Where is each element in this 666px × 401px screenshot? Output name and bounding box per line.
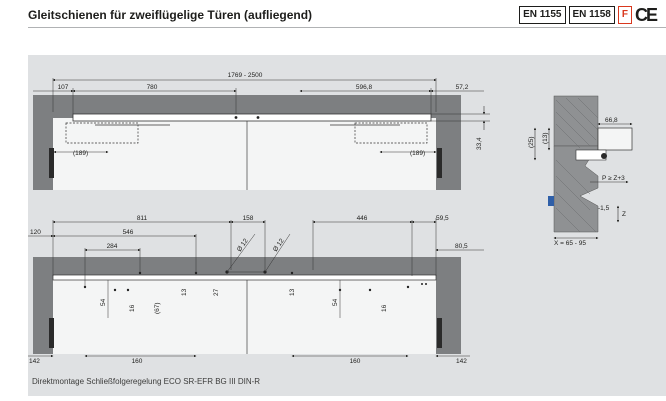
right-closer-body xyxy=(354,122,428,144)
dim-13a: 13 xyxy=(181,288,188,296)
dim-h1: (13) xyxy=(542,132,549,144)
dim-p: P ≥ Z+3 xyxy=(602,175,625,182)
dim-160-right: 160 xyxy=(350,358,361,365)
dim-left-arm: 780 xyxy=(147,84,158,91)
header-divider xyxy=(28,27,666,28)
page-title: Gleitschienen für zweiflügelige Türen (a… xyxy=(28,8,313,22)
drawing-caption: Direktmontage Schließfolgeregelung ECO S… xyxy=(32,377,261,386)
dim-right-offset: 57,2 xyxy=(456,84,469,91)
dim-120: 120 xyxy=(30,229,41,236)
dim-height: 33,4 xyxy=(476,137,483,150)
badge-fire: F xyxy=(617,6,632,24)
bottom-door-leaves xyxy=(53,279,436,354)
bottom-mounting-line xyxy=(52,274,437,281)
dim-16a: 16 xyxy=(129,304,136,312)
certification-badges: EN 1155 EN 1158 F CE xyxy=(519,5,658,25)
dim-right-arm: 596,8 xyxy=(356,84,373,91)
badge-en1158: EN 1158 xyxy=(568,6,615,24)
bottom-right-hinge xyxy=(437,318,442,348)
section-frame-top xyxy=(553,95,599,147)
bottom-view-drawing: 811 158 446 59,5 120 546 80,5 284 Ø 12 Ø… xyxy=(28,215,484,365)
dim-59-5: 59,5 xyxy=(436,215,449,222)
dim-z: Z xyxy=(622,211,626,218)
top-slide-rail xyxy=(72,113,432,122)
dim-284: 284 xyxy=(107,243,118,250)
dim-h2: (25) xyxy=(528,136,535,148)
dim-158: 158 xyxy=(243,215,254,222)
dim-13b: 13 xyxy=(289,288,296,296)
dim-67: (67) xyxy=(154,302,161,314)
section-rail xyxy=(597,127,633,151)
dim-27: 27 xyxy=(213,288,220,296)
dim-54b: 54 xyxy=(332,298,339,306)
section-view-drawing: 66,8 (13) (25) P ≥ Z+3 Z -1,5 X = 65 - 9… xyxy=(528,95,633,247)
dim-x: X = 65 - 95 xyxy=(554,240,586,247)
bottom-left-hinge xyxy=(49,318,54,348)
dim-phi-1: Ø 12 xyxy=(236,237,250,253)
right-hinge xyxy=(437,148,442,178)
top-view-drawing: 1769 - 2500 107 780 596,8 57,2 (189) (18… xyxy=(33,72,490,190)
left-hinge xyxy=(49,148,54,178)
left-closer-body xyxy=(65,122,139,144)
dim-offset: -1,5 xyxy=(598,205,610,212)
dim-left-inner: (189) xyxy=(73,150,88,157)
dim-80-5: 80,5 xyxy=(455,243,468,250)
top-door-leaves xyxy=(53,118,436,190)
dim-left-offset: 107 xyxy=(58,84,69,91)
dim-54a: 54 xyxy=(100,298,107,306)
dim-overall: 1769 - 2500 xyxy=(228,72,263,79)
dim-160-left: 160 xyxy=(132,358,143,365)
ce-mark-icon: CE xyxy=(634,5,658,25)
dim-16b: 16 xyxy=(381,304,388,312)
dim-142-right: 142 xyxy=(456,358,467,365)
dim-446: 446 xyxy=(357,215,368,222)
dim-depth: 66,8 xyxy=(605,117,618,124)
badge-en1155: EN 1155 xyxy=(519,6,566,24)
section-seal xyxy=(548,196,554,206)
dim-142-left: 142 xyxy=(29,358,40,365)
dim-811: 811 xyxy=(137,215,148,222)
dim-546: 546 xyxy=(123,229,134,236)
dim-right-inner: (189) xyxy=(410,150,425,157)
dim-phi-2: Ø 12 xyxy=(272,237,286,253)
